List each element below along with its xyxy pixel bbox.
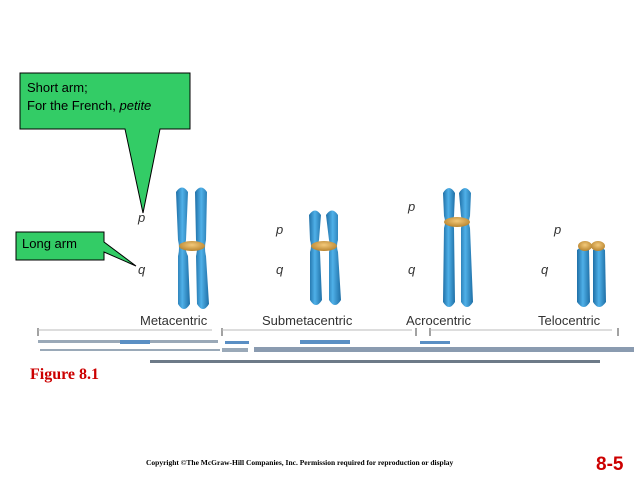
- centromere: [311, 241, 337, 251]
- p-label-metacentric: p: [138, 210, 146, 225]
- submetacentric-label: Submetacentric: [262, 313, 353, 328]
- figure-label: Figure 8.1: [30, 366, 100, 383]
- metacentric-chromosome: [176, 187, 209, 309]
- centromere: [578, 241, 592, 251]
- short-arm-line2: For the French, petite: [27, 97, 151, 115]
- long-arm-callout: [15, 231, 137, 267]
- short-arm-line1: Short arm;: [27, 80, 88, 95]
- telocentric-chromosome: [577, 241, 606, 307]
- copyright-notice: Copyright ©The McGraw-Hill Companies, In…: [146, 458, 454, 467]
- q-label-acrocentric: q: [408, 262, 416, 277]
- metacentric-label: Metacentric: [140, 313, 208, 328]
- p-label-telocentric: p: [554, 222, 562, 237]
- slide-number: 8-5: [596, 454, 624, 475]
- q-label-telocentric: q: [541, 262, 549, 277]
- short-arm-callout-text: Short arm; For the French, petite: [27, 79, 151, 115]
- centromere: [591, 241, 605, 251]
- centromere: [444, 217, 470, 227]
- p-label-acrocentric: p: [408, 199, 416, 214]
- acrocentric-chromosome: [443, 188, 473, 307]
- short-arm-line2-prefix: For the French,: [27, 98, 120, 113]
- submetacentric-chromosome: [309, 210, 341, 305]
- q-label-submetacentric: q: [276, 262, 284, 277]
- short-arm-line2-italic: petite: [119, 98, 152, 113]
- short-arm-callout: [19, 72, 191, 214]
- acrocentric-label: Acrocentric: [406, 313, 472, 328]
- telocentric-label: Telocentric: [538, 313, 601, 328]
- long-arm-callout-text: Long arm: [22, 236, 77, 251]
- centromere: [179, 241, 205, 251]
- q-label-metacentric: q: [138, 262, 146, 277]
- p-label-submetacentric: p: [276, 222, 284, 237]
